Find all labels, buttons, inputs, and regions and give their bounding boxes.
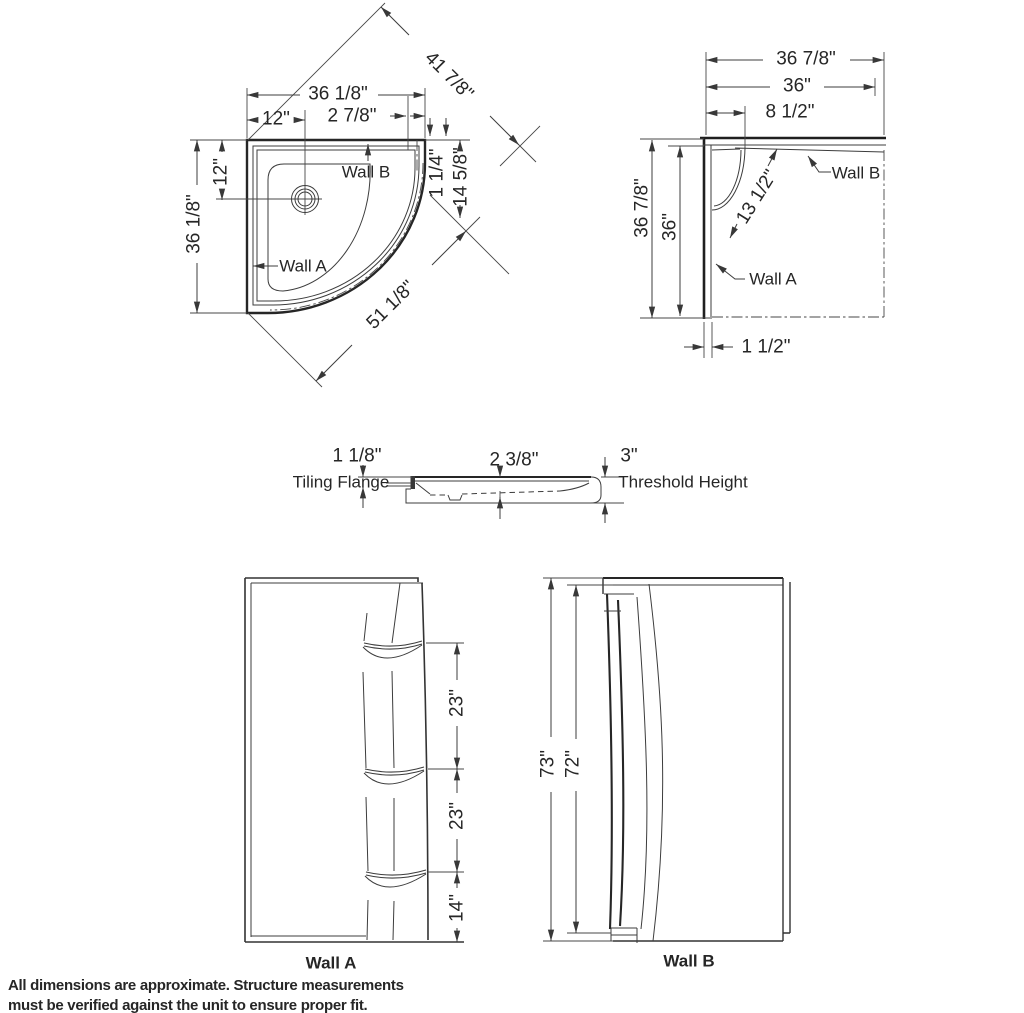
dim-text: 12" [262, 109, 290, 130]
drain-icon [291, 185, 319, 213]
extension-lines [358, 476, 624, 504]
dim-text: 72" [563, 750, 584, 778]
drain-centerlines [216, 110, 322, 215]
footer-note-line2: must be verified against the unit to ens… [8, 997, 368, 1013]
caddy-edge-dark-curves [605, 593, 625, 930]
panel-outline [602, 578, 791, 942]
caddy-thin-curves [604, 583, 664, 943]
framing-plan-view: 36 7/8" 36" 8 1/2" 13 1/2" 36 7/8" 36" 1… [632, 49, 886, 358]
dim-text: 36 1/8" [184, 194, 205, 254]
dim-text: 36 7/8" [776, 49, 836, 70]
footer-note-line1: All dimensions are approximate. Structur… [8, 977, 404, 994]
dim-text: 36" [660, 213, 681, 241]
tiling-flange-section [410, 476, 415, 489]
dim-line [380, 6, 410, 36]
dim-text: 14 5/8" [451, 147, 472, 207]
wall-b-elevation-view: 73" 72" Wall B [538, 576, 791, 971]
extension-lines [190, 2, 541, 388]
dim-line [489, 115, 520, 146]
dim-text: 73" [538, 750, 559, 778]
base-plan-view: 36 1/8" 12" 2 7/8" 41 7/8" 1 1/4" 14 5/8… [184, 2, 541, 388]
dim-text: 41 7/8" [421, 48, 478, 105]
extension-lines [543, 577, 613, 942]
pan-floor-dashed [430, 490, 561, 496]
dim-text: 51 1/8" [363, 277, 420, 334]
extension-lines [426, 642, 464, 873]
dim-text: 14" [447, 894, 468, 922]
dim-text: 23" [447, 689, 468, 717]
drain-outer-ring [291, 185, 319, 213]
wall-a-label: Wall A [749, 270, 797, 289]
caddy-right-edge [421, 582, 429, 941]
dim-text: 36" [783, 76, 811, 97]
dim-line [729, 223, 738, 239]
dim-text: 12" [211, 158, 232, 186]
panel-outline [244, 577, 419, 942]
base-outline [245, 138, 427, 315]
drain-inner-ring [297, 191, 313, 207]
shelf-curves [362, 640, 427, 888]
drain-mid-ring [294, 188, 316, 210]
footer-note: All dimensions are approximate. Structur… [8, 977, 404, 1013]
tiling-flange-label: Tiling Flange [293, 473, 390, 492]
wall-b-label: Wall B [832, 164, 881, 183]
wall-a-elevation-label: Wall A [306, 954, 357, 973]
base-rim-lines [252, 145, 420, 306]
wall-a-leader [715, 263, 745, 280]
dim-text: 36 7/8" [632, 178, 653, 238]
wall-lines-thick [700, 136, 886, 319]
dim-text: 8 1/2" [765, 102, 814, 123]
pan-floor-solid [415, 482, 590, 501]
dim-line [431, 230, 467, 266]
dim-text: 2 7/8" [327, 106, 376, 127]
wall-a-elevation-view: 23" 23" 14" Wall A [244, 577, 468, 973]
dim-text: 3" [620, 446, 637, 467]
wall-b-label: Wall B [342, 163, 391, 182]
wall-inner-lines [703, 144, 886, 317]
dim-text: 13 1/2" [732, 166, 781, 228]
wall-a-label: Wall A [279, 257, 327, 276]
dim-line [767, 148, 778, 167]
caddy-profile-lines [362, 582, 401, 941]
threshold-section-view: 1 1/8" Tiling Flange 2 3/8" 3" Threshold… [293, 446, 748, 523]
pan-outline [405, 476, 602, 504]
wall-b-elevation-label: Wall B [663, 952, 714, 971]
panel-inner-lines [250, 582, 423, 937]
dim-text: 1 1/4" [427, 148, 448, 197]
corner-caddy-arcs [711, 146, 746, 211]
unit-face-centerlines [712, 150, 885, 318]
threshold-height-label: Threshold Height [618, 473, 748, 492]
flange-centerline [269, 140, 424, 311]
dim-text: 2 3/8" [489, 450, 538, 471]
base-floor-outline [267, 163, 371, 292]
wall-b-leader [807, 155, 831, 173]
dim-text: 36 1/8" [308, 84, 368, 105]
dim-text: 1 1/8" [332, 446, 381, 467]
dim-line [315, 344, 353, 382]
dim-text: 1 1/2" [741, 337, 790, 358]
dim-text: 23" [447, 802, 468, 830]
